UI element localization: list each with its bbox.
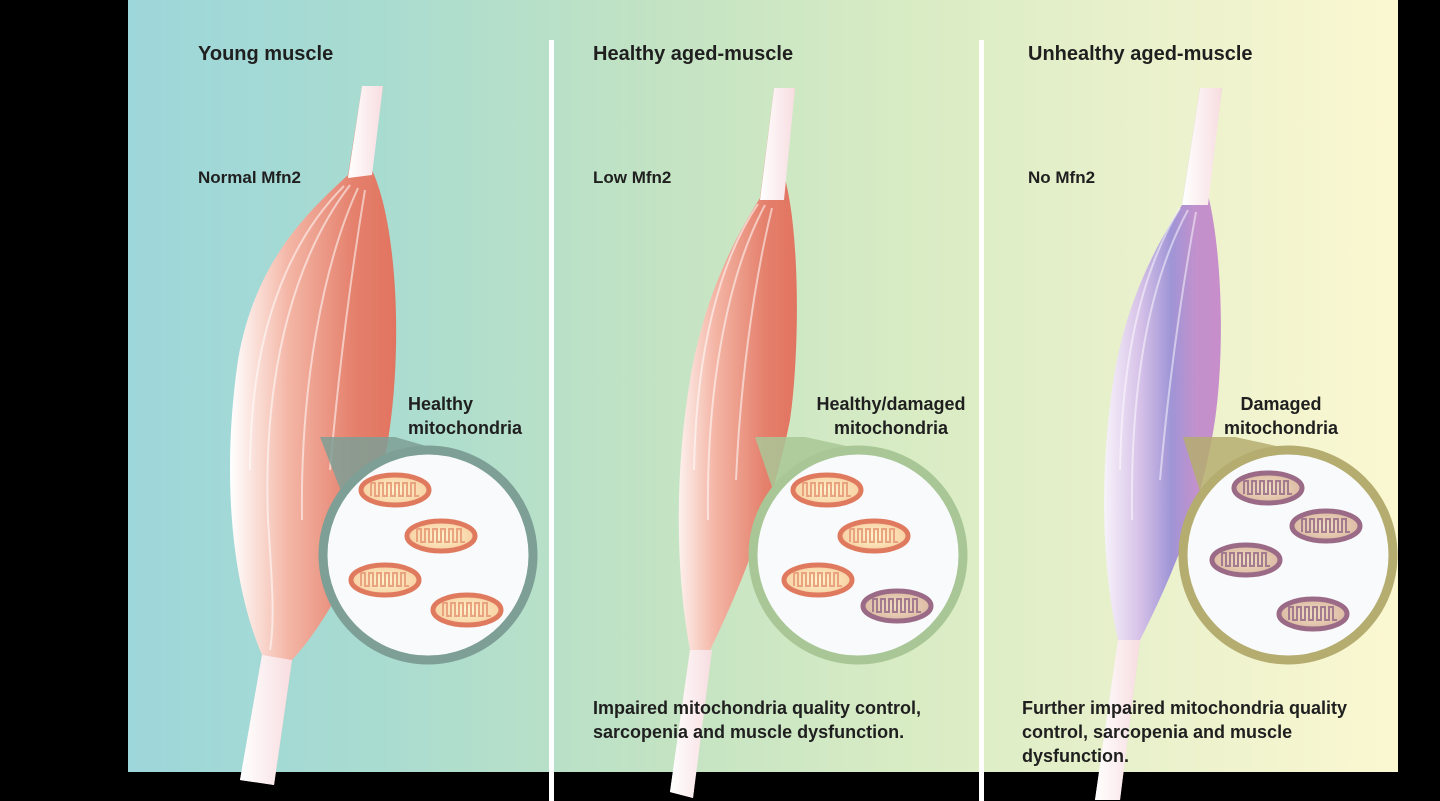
mfn2-level-young: Normal Mfn2 xyxy=(198,168,301,187)
callout-healthy-aged-line1: Healthy/damaged xyxy=(816,394,966,414)
mitochondrion-healthy xyxy=(790,472,864,508)
mitochondria-layer xyxy=(348,470,1363,632)
muscle-unhealthy-aged xyxy=(1095,88,1222,800)
mitochondrion-healthy xyxy=(348,562,422,598)
mitochondrion-damaged xyxy=(1209,542,1283,578)
callout-young-line1: Healthy xyxy=(408,394,474,414)
outcome-unhealthy-aged: Further impaired mitochondria quality co… xyxy=(1022,698,1348,766)
muscle-healthy-aged xyxy=(670,88,797,798)
mitochondrion-healthy xyxy=(404,518,478,554)
outcome-healthy-aged: Impaired mitochondria quality control, s… xyxy=(593,698,922,742)
panel-divider-1 xyxy=(549,40,554,801)
mitochondrion-healthy xyxy=(781,562,855,598)
mitochondrion-damaged xyxy=(1231,470,1305,506)
panel-title-unhealthy-aged: Unhealthy aged-muscle xyxy=(1028,43,1253,65)
muscle-young xyxy=(230,86,397,785)
panel-title-healthy-aged: Healthy aged-muscle xyxy=(593,43,794,65)
mitochondrion-damaged xyxy=(1289,508,1363,544)
callout-healthy-aged: Healthy/damaged mitochondria xyxy=(805,392,977,440)
mfn2-level-unhealthy-aged: No Mfn2 xyxy=(1028,168,1096,187)
mitochondrion-damaged xyxy=(1276,596,1350,632)
callout-unhealthy-aged-line1: Damaged xyxy=(1240,394,1322,414)
mfn2-level-healthy-aged: Low Mfn2 xyxy=(593,168,672,187)
callout-unhealthy-aged: Damaged mitochondria xyxy=(1222,392,1340,440)
panel-divider-2 xyxy=(979,40,984,801)
mitochondrion-damaged xyxy=(860,588,934,624)
callout-unhealthy-aged-line2: mitochondria xyxy=(1223,418,1338,438)
mitochondrion-healthy xyxy=(837,518,911,554)
callout-young-line2: mitochondria xyxy=(408,418,523,438)
callout-healthy-aged-line2: mitochondria xyxy=(833,418,948,438)
callout-young: Healthy mitochondria xyxy=(408,392,522,440)
mitochondrion-healthy xyxy=(358,472,432,508)
panel-title-young: Young muscle xyxy=(198,43,334,65)
mitochondrion-healthy xyxy=(430,592,504,628)
